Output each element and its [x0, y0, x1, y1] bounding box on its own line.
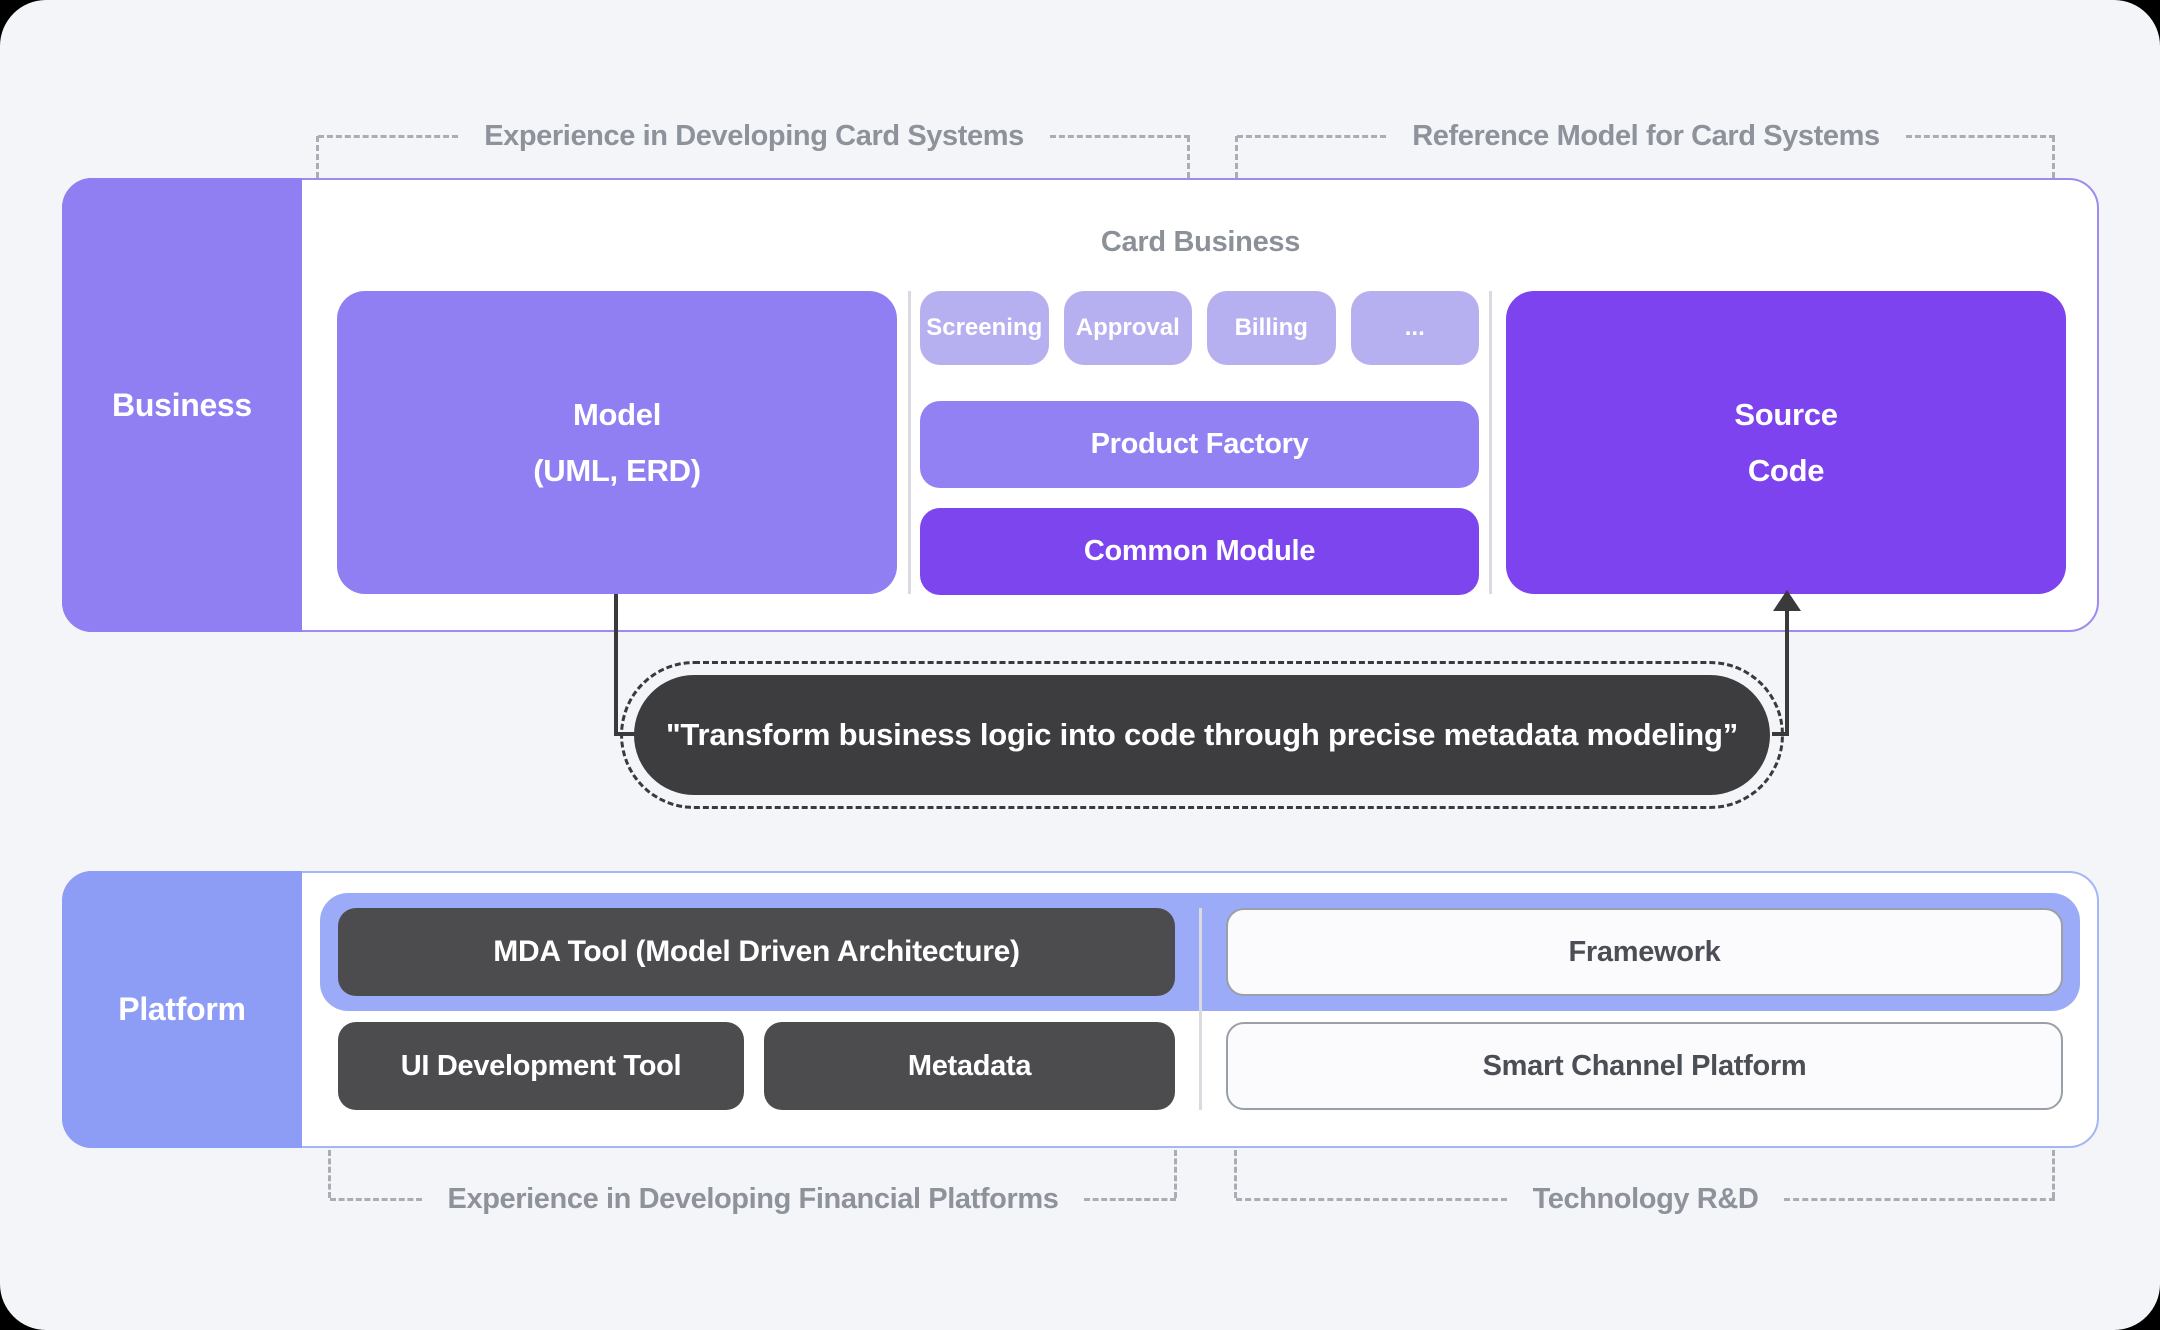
common-module-block: Common Module [920, 508, 1479, 595]
dashed-line [1187, 136, 1190, 178]
bracket-technology-rd: Technology R&D [1236, 1176, 2055, 1222]
source-line1: Source [1734, 396, 1838, 432]
connector-quote-to-source [1785, 608, 1789, 736]
dashed-line [1235, 136, 1238, 178]
divider-line [908, 291, 911, 594]
quote-dashed-outline [620, 661, 1784, 809]
dashed-line [1237, 134, 1387, 138]
dashed-line [1784, 1197, 2055, 1201]
source-code-block: Source Code [1506, 291, 2066, 594]
mda-tool-block: MDA Tool (Model Driven Architecture) [338, 908, 1175, 996]
model-block: Model (UML, ERD) [337, 291, 897, 594]
dashed-line [2052, 136, 2055, 178]
model-line1: Model [572, 396, 662, 432]
smart-channel-platform-block: Smart Channel Platform [1226, 1022, 2063, 1110]
bracket-label: Experience in Developing Financial Platf… [447, 1182, 1059, 1215]
dashed-line [1049, 134, 1191, 138]
dashed-line [1236, 1197, 1507, 1201]
card-business-title: Card Business [1100, 226, 1301, 258]
ui-development-tool-block: UI Development Tool [338, 1022, 744, 1110]
chip-screening: Screening [920, 291, 1049, 365]
chip-ellipsis: ... [1350, 291, 1479, 365]
connector-model-to-quote [614, 594, 618, 736]
chip-billing: Billing [1207, 291, 1336, 365]
business-chip-row: Screening Approval Billing ... [920, 291, 1479, 365]
framework-block: Framework [1226, 908, 2063, 996]
dashed-line [1084, 1197, 1177, 1201]
dashed-line [328, 1150, 331, 1198]
dashed-line [316, 136, 319, 178]
bracket-label: Reference Model for Card Systems [1412, 119, 1880, 152]
divider-line [1199, 908, 1202, 1110]
source-line2: Code [1747, 452, 1825, 488]
product-factory-block: Product Factory [920, 401, 1479, 488]
quote-pill: "Transform business logic into code thro… [634, 675, 1770, 795]
platform-row-label: Platform [62, 871, 302, 1148]
bracket-financial-platforms-experience: Experience in Developing Financial Platf… [330, 1176, 1177, 1222]
chip-approval: Approval [1063, 291, 1192, 365]
business-row-label: Business [62, 178, 302, 632]
divider-line [1489, 291, 1492, 594]
metadata-block: Metadata [764, 1022, 1175, 1110]
model-line2: (UML, ERD) [533, 452, 701, 488]
arrow-up-icon [1773, 590, 1801, 611]
dashed-line [2052, 1150, 2055, 1198]
bracket-label: Technology R&D [1532, 1182, 1759, 1215]
bracket-card-systems-reference: Reference Model for Card Systems [1237, 113, 2056, 159]
dashed-line [1234, 1150, 1237, 1198]
dashed-line [1174, 1150, 1177, 1198]
dashed-line [318, 134, 459, 138]
bracket-card-systems-experience: Experience in Developing Card Systems [318, 113, 1191, 159]
dashed-line [1905, 134, 2056, 138]
bracket-label: Experience in Developing Card Systems [484, 119, 1024, 152]
dashed-line [330, 1197, 422, 1201]
